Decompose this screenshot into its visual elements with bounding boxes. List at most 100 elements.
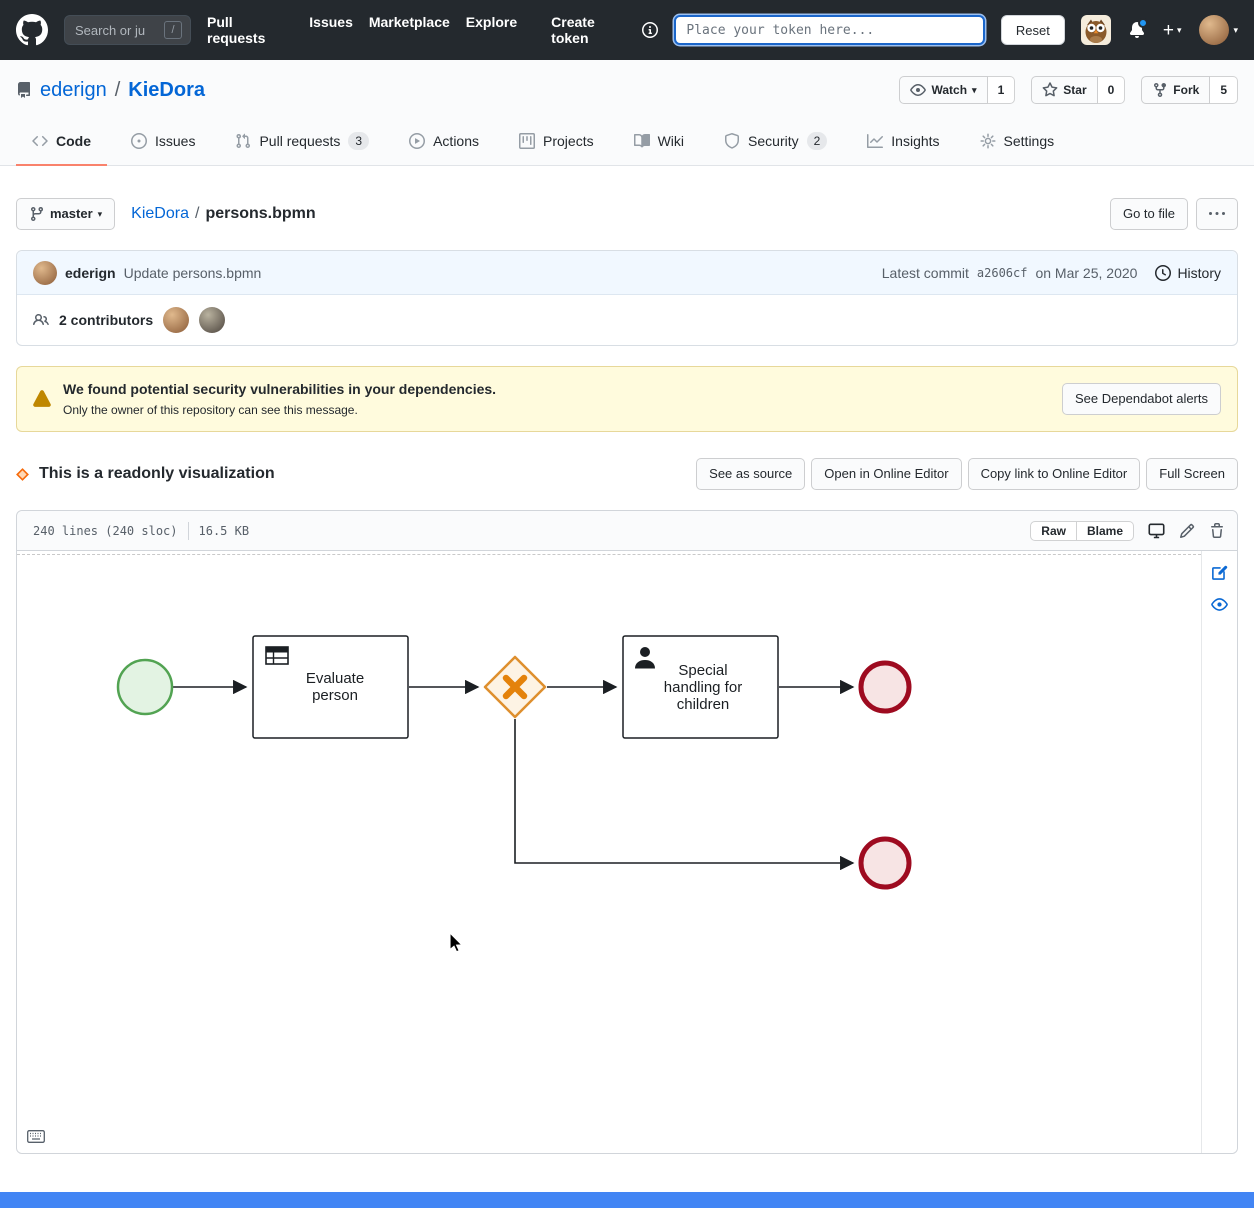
blame-button[interactable]: Blame: [1077, 521, 1134, 541]
tab-security[interactable]: Security 2: [708, 118, 843, 166]
global-search[interactable]: /: [64, 15, 191, 45]
commit-author-avatar[interactable]: [33, 261, 57, 285]
contributor-avatar[interactable]: [163, 307, 189, 333]
tab-issues[interactable]: Issues: [115, 118, 211, 166]
full-screen-button[interactable]: Full Screen: [1146, 458, 1238, 490]
keyboard-shortcuts-icon[interactable]: [27, 1130, 45, 1143]
nav-pull-requests[interactable]: Pull requests: [207, 14, 293, 46]
warning-subtitle: Only the owner of this repository can se…: [63, 403, 496, 417]
breadcrumb-file-name: persons.bpmn: [205, 205, 315, 223]
commit-author-link[interactable]: ederign: [65, 265, 116, 281]
tab-wiki[interactable]: Wiki: [618, 118, 700, 166]
tab-settings[interactable]: Settings: [964, 118, 1071, 166]
info-icon: [642, 22, 658, 38]
create-token-label: Create token: [551, 14, 635, 46]
dropdown-caret-icon: ▾: [972, 80, 977, 100]
end-event-node-top[interactable]: [861, 663, 909, 711]
raw-button[interactable]: Raw: [1030, 521, 1077, 541]
repo-name-link[interactable]: KieDora: [128, 79, 205, 102]
watch-button[interactable]: Watch ▾: [899, 76, 987, 104]
token-input[interactable]: [674, 15, 984, 45]
fork-button[interactable]: Fork: [1141, 76, 1210, 104]
start-event-node[interactable]: [118, 660, 172, 714]
tab-label: Security: [748, 133, 799, 149]
bpmn-diagram[interactable]: Evaluate person Special handling: [17, 551, 1201, 1153]
see-as-source-button[interactable]: See as source: [696, 458, 805, 490]
visualization-title: This is a readonly visualization: [39, 465, 275, 483]
display-rich-diff-icon[interactable]: [1148, 522, 1165, 539]
notifications-bell-icon[interactable]: [1129, 22, 1145, 38]
bpmn-canvas[interactable]: Evaluate person Special handling: [17, 551, 1237, 1153]
contributors-count-label[interactable]: 2 contributors: [59, 312, 153, 328]
footer-spacer: [0, 1154, 1254, 1192]
contributor-avatar[interactable]: [199, 307, 225, 333]
repo-header: ederign / KieDora Watch ▾ 1 Star 0: [0, 60, 1254, 166]
breadcrumb: ederign / KieDora: [40, 79, 205, 102]
flow-gateway-to-end[interactable]: [515, 719, 853, 863]
shield-icon: [724, 133, 740, 149]
book-icon: [634, 133, 650, 149]
user-avatar-menu[interactable]: ▾: [1199, 15, 1238, 45]
tab-projects[interactable]: Projects: [503, 118, 610, 166]
owl-extension-icon[interactable]: [1081, 15, 1111, 45]
tab-label: Pull requests: [259, 133, 340, 149]
dropdown-caret-icon: ▾: [1177, 26, 1182, 35]
gear-icon: [980, 133, 996, 149]
branch-selector-button[interactable]: master ▾: [16, 198, 115, 230]
tab-actions[interactable]: Actions: [393, 118, 495, 166]
task-label-line: handling for: [664, 679, 742, 696]
commit-message-link[interactable]: Update persons.bpmn: [124, 265, 262, 281]
preview-eye-icon[interactable]: [1211, 596, 1228, 613]
graph-icon: [867, 133, 883, 149]
fork-count[interactable]: 5: [1210, 76, 1238, 104]
tab-code[interactable]: Code: [16, 118, 107, 166]
create-token-link[interactable]: Create token: [551, 14, 658, 46]
history-link[interactable]: History: [1155, 265, 1221, 281]
tab-insights[interactable]: Insights: [851, 118, 955, 166]
see-dependabot-alerts-button[interactable]: See Dependabot alerts: [1062, 383, 1221, 415]
file-size-info: 16.5 KB: [199, 524, 250, 538]
diagram-side-dock: [1201, 551, 1237, 1153]
unread-notification-dot: [1138, 18, 1148, 28]
breadcrumb-repo-link[interactable]: KieDora: [131, 205, 189, 223]
tab-label: Settings: [1004, 133, 1055, 149]
properties-panel-icon[interactable]: [1211, 565, 1228, 582]
file-navigation: master ▾ KieDora / persons.bpmn Go to fi…: [16, 198, 1238, 230]
issue-icon: [131, 133, 147, 149]
slash-shortcut-key: /: [164, 21, 182, 39]
exclusive-gateway-node[interactable]: [485, 657, 545, 717]
nav-issues[interactable]: Issues: [309, 14, 353, 46]
tab-pull-requests[interactable]: Pull requests 3: [219, 118, 385, 166]
open-in-online-editor-button[interactable]: Open in Online Editor: [811, 458, 961, 490]
nav-marketplace[interactable]: Marketplace: [369, 14, 450, 46]
task-label-line: person: [312, 687, 358, 704]
create-new-menu[interactable]: +▾: [1163, 21, 1182, 40]
star-button-group: Star 0: [1031, 76, 1125, 104]
file-options-kebab-button[interactable]: [1196, 198, 1238, 230]
tab-counter-badge: 2: [807, 132, 828, 150]
go-to-file-button[interactable]: Go to file: [1110, 198, 1188, 230]
pull-request-icon: [235, 133, 251, 149]
kebab-horizontal-icon: [1209, 206, 1225, 222]
repo-owner-link[interactable]: ederign: [40, 79, 107, 102]
fork-icon: [1152, 82, 1168, 98]
contributors-bar: 2 contributors: [17, 295, 1237, 345]
commit-info-box: ederign Update persons.bpmn Latest commi…: [16, 250, 1238, 346]
nav-explore[interactable]: Explore: [466, 14, 517, 46]
copy-link-to-online-editor-button[interactable]: Copy link to Online Editor: [968, 458, 1141, 490]
reset-button[interactable]: Reset: [1001, 15, 1065, 45]
readonly-visualization-bar: This is a readonly visualization See as …: [16, 458, 1238, 490]
task-special-handling-node[interactable]: Special handling for children: [623, 636, 778, 738]
edit-pencil-icon[interactable]: [1179, 523, 1195, 539]
star-count[interactable]: 0: [1098, 76, 1126, 104]
watch-count[interactable]: 1: [988, 76, 1016, 104]
star-button[interactable]: Star: [1031, 76, 1097, 104]
end-event-node-bottom[interactable]: [861, 839, 909, 887]
search-input[interactable]: [73, 22, 160, 39]
trash-delete-icon[interactable]: [1209, 523, 1225, 539]
github-logo[interactable]: [16, 14, 48, 46]
commit-sha-link[interactable]: a2606cf: [977, 266, 1028, 280]
task-evaluate-person-node[interactable]: Evaluate person: [253, 636, 408, 738]
latest-commit-bar: ederign Update persons.bpmn Latest commi…: [17, 251, 1237, 295]
dropdown-caret-icon: ▾: [98, 204, 103, 224]
